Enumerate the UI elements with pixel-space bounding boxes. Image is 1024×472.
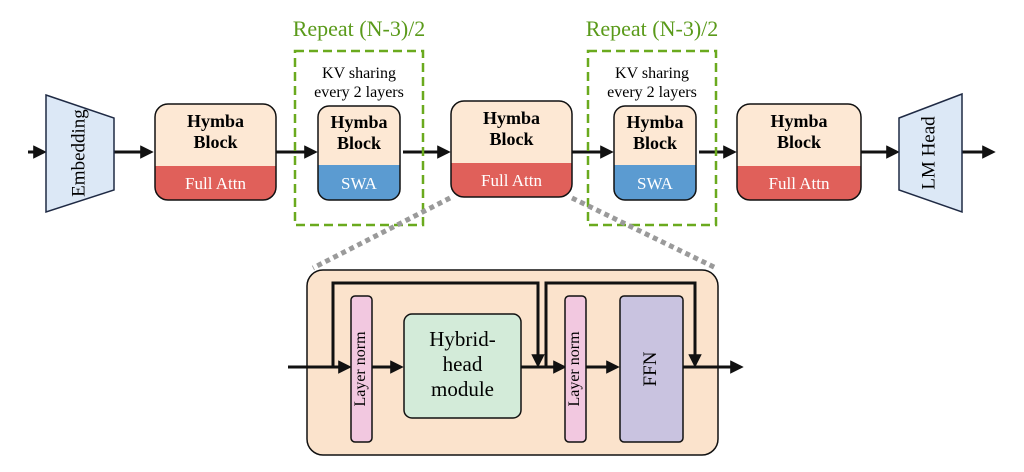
repeat-group-1-note-line1: KV sharing: [322, 65, 396, 82]
hybrid-head-module-line1: Hybrid-: [429, 327, 496, 351]
hymba-block-3-title-line1: Hymba: [483, 108, 540, 128]
detail-residual-2: [544, 281, 702, 368]
hybrid-head-module-line3: module: [431, 377, 494, 401]
hymba-block-4-attn-band: [614, 165, 696, 200]
ffn-box: [619, 295, 684, 443]
repeat-group-2-note-line1: KV sharing: [615, 65, 689, 82]
hymba-block-3-title-line2: Block: [489, 129, 533, 149]
hymba-block-4-title-line1: Hymba: [626, 112, 683, 132]
hymba-block-5-attn-label: Full Attn: [769, 174, 830, 193]
hymba-block-3-attn-label: Full Attn: [481, 171, 542, 190]
hymba-block-detail: Layer norm Hybrid- head module Layer nor…: [288, 269, 744, 456]
repeat-group-2-border: [586, 49, 718, 227]
hymba-block-1: Hymba Block Full Attn: [154, 103, 277, 201]
layer-norm-2-box: [564, 295, 587, 443]
ffn-label: FFN: [640, 351, 661, 386]
hymba-block-5-attn-band: [737, 166, 861, 200]
hymba-block-4-attn-label: SWA: [637, 174, 674, 193]
repeat-group-1-note-line2: every 2 layers: [314, 84, 404, 101]
zoom-connector-right: [570, 195, 718, 271]
embedding-shape: [45, 93, 115, 214]
hymba-block-1-attn-label: Full Attn: [185, 174, 246, 193]
layer-norm-1-box: [350, 295, 373, 443]
zoom-connectors: [311, 195, 718, 271]
hymba-block-2-title-line1: Hymba: [330, 112, 387, 132]
lm-head-layer: LM Head: [898, 92, 963, 214]
embedding-label: Embedding: [68, 109, 89, 197]
layer-norm-2-label: Layer norm: [566, 331, 583, 407]
hymba-block-1-attn-band: [155, 166, 276, 200]
hymba-block-2: Hymba Block SWA: [317, 105, 401, 201]
hymba-block-1-title-line1: Hymba: [187, 111, 244, 131]
hymba-block-2-attn-label: SWA: [341, 174, 378, 193]
hymba-block-4: Hymba Block SWA: [613, 105, 697, 201]
detail-flow-arrows: [288, 281, 744, 374]
repeat-group-1-label: Repeat (N-3)/2: [293, 16, 426, 41]
hymba-block-5-title-line2: Block: [777, 132, 821, 152]
hymba-block-4-title-line2: Block: [633, 133, 677, 153]
lm-head-label: LM Head: [918, 116, 939, 190]
repeat-group-1-border: [293, 49, 425, 227]
hymba-block-2-title-line2: Block: [337, 133, 381, 153]
hymba-block-2-attn-band: [318, 165, 400, 200]
repeat-group-2: Repeat (N-3)/2 KV sharing every 2 layers: [586, 16, 719, 227]
repeat-group-2-note-line2: every 2 layers: [607, 84, 697, 101]
hybrid-head-module-box: [403, 313, 522, 419]
embedding-layer: Embedding: [45, 93, 115, 214]
hymba-block-1-title-line2: Block: [193, 132, 237, 152]
hymba-block-5-title-line1: Hymba: [770, 111, 827, 131]
layer-norm-1-label: Layer norm: [352, 331, 369, 407]
detail-residual-1: [331, 281, 545, 368]
hymba-block-3-attn-band: [451, 163, 572, 197]
hymba-block-5: Hymba Block Full Attn: [736, 103, 862, 201]
hymba-block-3: Hymba Block Full Attn: [450, 100, 573, 198]
repeat-group-2-label: Repeat (N-3)/2: [586, 16, 719, 41]
hybrid-head-module-line2: head: [443, 352, 483, 376]
lm-head-shape: [898, 92, 963, 214]
repeat-group-1: Repeat (N-3)/2 KV sharing every 2 layers: [293, 16, 426, 227]
zoom-connector-left: [311, 195, 452, 271]
